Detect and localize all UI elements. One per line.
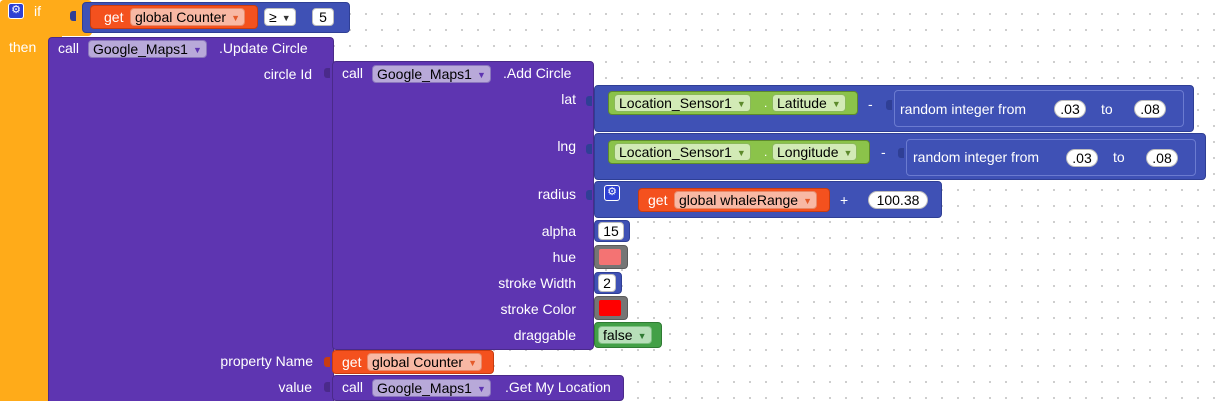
boolean-value: false (603, 327, 633, 343)
dropdown-arrow-icon: ▼ (231, 13, 240, 23)
lat-label: lat (561, 91, 576, 107)
from-number-field[interactable]: .03 (1054, 100, 1086, 118)
operator-value: ≥ (269, 9, 277, 25)
call-label: call (342, 65, 364, 81)
add-circle-block[interactable] (332, 61, 594, 350)
component-name: Google_Maps1 (377, 380, 472, 396)
draggable-label: draggable (513, 327, 576, 343)
stroke-color-swatch[interactable] (599, 300, 621, 316)
component-dropdown[interactable]: Google_Maps1 ▼ (372, 379, 491, 397)
mutator-gear-icon[interactable]: ⚙ (604, 185, 620, 201)
sensor-property-dropdown[interactable]: Longitude ▼ (772, 143, 858, 161)
input-socket (324, 357, 330, 367)
boolean-dropdown[interactable]: false ▼ (598, 326, 652, 344)
property-name-label: property Name (220, 353, 313, 369)
input-socket (586, 96, 592, 106)
dropdown-arrow-icon: ▼ (476, 384, 486, 394)
property-name: Longitude (777, 144, 839, 160)
variable-dropdown[interactable]: global Counter ▼ (130, 8, 245, 26)
to-number-field[interactable]: .08 (1146, 149, 1178, 167)
variable-dropdown[interactable]: global whaleRange ▼ (674, 191, 818, 209)
from-number-field[interactable]: .03 (1066, 149, 1098, 167)
sensor-name: Location_Sensor1 (619, 144, 732, 160)
stroke-width-number-field[interactable]: 2 (598, 274, 616, 292)
mutator-gear-icon[interactable]: ⚙ (8, 3, 24, 19)
input-socket (898, 148, 904, 158)
method-label: .Update Circle (219, 40, 308, 56)
dropdown-arrow-icon: ▼ (192, 45, 202, 55)
variable-name: global whaleRange (679, 192, 799, 208)
update-circle-block[interactable] (48, 37, 334, 401)
input-socket (324, 382, 330, 392)
sensor-component-dropdown[interactable]: Location_Sensor1 ▼ (614, 94, 751, 112)
dropdown-arrow-icon: ▼ (637, 331, 647, 341)
input-socket (886, 100, 892, 110)
dropdown-arrow-icon: ▼ (468, 358, 477, 368)
alpha-label: alpha (541, 223, 576, 239)
minus-label: - (881, 144, 886, 160)
addend-number-field[interactable]: 100.38 (868, 191, 928, 209)
dropdown-arrow-icon: ▼ (843, 148, 853, 158)
to-label: to (1113, 149, 1125, 165)
sensor-property-dropdown[interactable]: Latitude ▼ (772, 94, 846, 112)
random-integer-label: random integer from (900, 101, 1027, 117)
sensor-name: Location_Sensor1 (619, 95, 732, 111)
minus-label: - (868, 96, 873, 112)
dropdown-arrow-icon: ▼ (736, 99, 746, 109)
then-label: then (9, 39, 37, 55)
component-name: Google_Maps1 (377, 66, 472, 82)
get-label: get (342, 354, 362, 370)
alpha-number-field[interactable]: 15 (598, 222, 624, 240)
if-label: if (34, 3, 41, 19)
lng-label: lng (557, 138, 576, 154)
hue-color-swatch[interactable] (599, 249, 621, 265)
input-socket (586, 190, 592, 200)
input-socket (586, 144, 592, 154)
hue-label: hue (552, 249, 576, 265)
variable-name: global Counter (135, 9, 227, 25)
dropdown-arrow-icon: ▼ (831, 99, 841, 109)
method-label: .Get My Location (505, 379, 611, 395)
radius-label: radius (537, 186, 576, 202)
operator-dropdown[interactable]: ≥▼ (264, 8, 296, 26)
number-field-5[interactable]: 5 (312, 8, 334, 26)
plus-label: + (840, 192, 849, 208)
dropdown-arrow-icon: ▼ (476, 70, 486, 80)
variable-name: global Counter (372, 354, 464, 370)
value-label: value (278, 379, 312, 395)
stroke-color-label: stroke Color (500, 301, 576, 317)
get-label: get (648, 192, 668, 208)
dropdown-arrow-icon: ▼ (803, 196, 813, 206)
dot-label: . (764, 145, 768, 159)
component-dropdown[interactable]: Google_Maps1 ▼ (372, 65, 491, 83)
stroke-width-label: stroke Width (498, 275, 576, 291)
dot-label: . (764, 96, 768, 110)
input-socket (324, 68, 330, 78)
component-dropdown[interactable]: Google_Maps1 ▼ (88, 40, 207, 58)
sensor-component-dropdown[interactable]: Location_Sensor1 ▼ (614, 143, 751, 161)
method-label: .Add Circle (503, 65, 572, 81)
random-integer-label: random integer from (913, 149, 1040, 165)
get-label: get (104, 9, 124, 25)
circle-id-label: circle Id (263, 66, 312, 82)
variable-dropdown[interactable]: global Counter ▼ (367, 353, 482, 371)
input-socket (70, 11, 76, 21)
to-number-field[interactable]: .08 (1134, 100, 1166, 118)
property-name: Latitude (777, 95, 827, 111)
component-name: Google_Maps1 (93, 41, 188, 57)
to-label: to (1101, 101, 1113, 117)
call-label: call (58, 40, 80, 56)
dropdown-arrow-icon: ▼ (281, 13, 291, 23)
dropdown-arrow-icon: ▼ (736, 148, 746, 158)
call-label: call (342, 379, 364, 395)
